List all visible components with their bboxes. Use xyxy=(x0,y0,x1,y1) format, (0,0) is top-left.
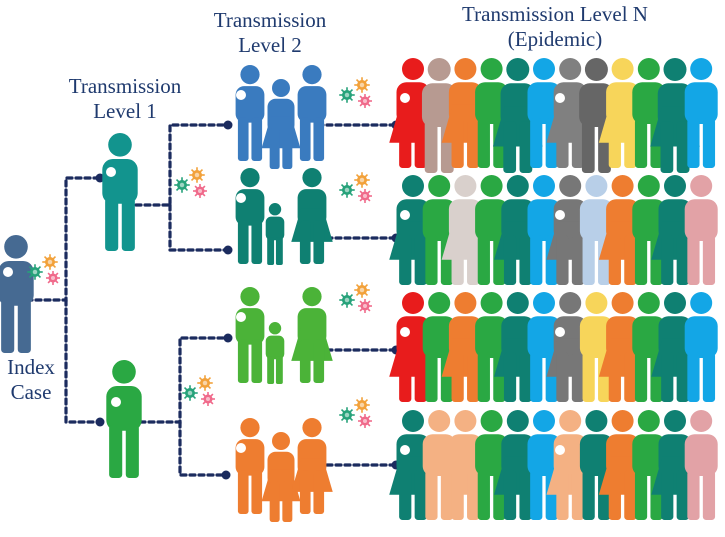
crowd-row-3-person-12 xyxy=(684,292,718,402)
index-case-person xyxy=(0,235,34,353)
level1-lower-orange-virus-icon xyxy=(197,375,213,391)
index-green-virus-icon xyxy=(27,264,43,280)
crowd-row-1-person-9 xyxy=(598,58,647,168)
level2-group-1-person-middle xyxy=(261,79,301,169)
level2-green-green-virus-icon xyxy=(339,292,355,308)
level2-orange-pink-virus-icon xyxy=(358,414,372,428)
link-dot xyxy=(95,173,105,183)
level1-lower-person xyxy=(106,360,142,478)
crowd-row-2-person-11 xyxy=(651,175,699,285)
crowd-row-1-marker-2 xyxy=(555,93,565,103)
crowd-row-4-person-9 xyxy=(598,410,647,520)
index-case-marker xyxy=(3,267,13,277)
crowd-row-3-marker xyxy=(400,327,410,337)
crowd-row-1-marker xyxy=(400,93,410,103)
crowd-row-2-person-2 xyxy=(422,175,456,285)
level1-upper-marker xyxy=(106,167,116,177)
level1-upper-green-virus-icon xyxy=(174,177,190,193)
crowd-row-4-person-8 xyxy=(579,410,613,520)
level2-group-2-person-right xyxy=(291,168,333,264)
link-dot xyxy=(223,120,233,130)
level2-group-1-marker xyxy=(236,90,246,100)
link-dot xyxy=(223,333,233,343)
crowd-row-3-person-4 xyxy=(475,292,509,402)
crowd-row-3-person-2 xyxy=(422,292,456,402)
level2-blue-pink-virus-icon xyxy=(358,94,372,108)
crowd-row-4-person-12 xyxy=(684,410,718,520)
level2-orange-green-virus-icon xyxy=(339,407,355,423)
crowd-row-2-person-5 xyxy=(494,175,542,285)
level2-teal-pink-virus-icon xyxy=(358,189,372,203)
crowd-row-2-person-10 xyxy=(632,175,666,285)
crowd-row-4-person-10 xyxy=(632,410,666,520)
level2-group-2-child xyxy=(265,203,285,265)
level2-teal-orange-virus-icon xyxy=(354,172,370,188)
crowd-row-2-marker xyxy=(400,210,410,220)
crowd-row-3-person-7 xyxy=(546,292,594,402)
virus-icons xyxy=(27,77,372,428)
link-dot xyxy=(223,245,233,255)
level1-lower-marker xyxy=(111,397,121,407)
level2-group-1-person-right xyxy=(297,65,327,161)
level2-group-4-marker xyxy=(236,443,246,453)
crowd-row-3-person-10 xyxy=(632,292,666,402)
people-figures xyxy=(0,58,718,522)
transmission-links xyxy=(16,120,401,480)
link-l1a-to-teal xyxy=(168,203,230,252)
link-l1b-to-green xyxy=(138,336,230,424)
level1-upper-pink-virus-icon xyxy=(193,184,207,198)
level2-group-3-person-left xyxy=(235,287,265,383)
level2-group-4-person-right xyxy=(291,418,333,514)
crowd-row-3-person-11 xyxy=(651,292,699,402)
link-index-to-lower xyxy=(64,298,102,424)
crowd-row-2-person-1 xyxy=(389,175,437,285)
crowd-row-2-marker-2 xyxy=(555,210,565,220)
crowd-row-2-person-7 xyxy=(546,175,594,285)
crowd-row-3-person-8 xyxy=(579,292,613,402)
level2-group-4-person-left xyxy=(235,418,265,514)
level2-blue-green-virus-icon xyxy=(339,87,355,103)
level1-upper-orange-virus-icon xyxy=(189,167,205,183)
crowd-row-1-person-5 xyxy=(492,58,543,173)
level2-group-3-child xyxy=(265,322,285,384)
link-l1a-to-blue xyxy=(134,123,230,207)
level2-green-pink-virus-icon xyxy=(358,299,372,313)
crowd-row-4-marker xyxy=(400,445,410,455)
crowd-row-4-marker-2 xyxy=(555,445,565,455)
crowd-row-2-person-8 xyxy=(579,175,613,285)
crowd-row-2-person-12 xyxy=(684,175,718,285)
index-pink-virus-icon xyxy=(46,271,60,285)
link-l1b-to-orange xyxy=(178,420,228,477)
link-index-to-upper xyxy=(16,176,100,302)
link-dot xyxy=(95,417,105,427)
level2-orange-orange-virus-icon xyxy=(354,397,370,413)
crowd-row-4-person-11 xyxy=(651,410,699,520)
level2-group-3-person-right xyxy=(291,287,333,383)
crowd-row-4-person-2 xyxy=(422,410,456,520)
link-dot xyxy=(221,470,231,480)
crowd-row-3-person-9 xyxy=(598,292,647,402)
level1-lower-pink-virus-icon xyxy=(201,392,215,406)
level1-lower-green-virus-icon xyxy=(182,385,198,401)
level2-green-orange-virus-icon xyxy=(354,282,370,298)
crowd-row-3-person-6 xyxy=(527,292,561,402)
level1-upper-person xyxy=(102,133,138,251)
level2-group-2-marker xyxy=(236,193,246,203)
level2-group-3-marker xyxy=(236,312,246,322)
transmission-level-n-label: Transmission Level N(Epidemic) xyxy=(462,2,648,51)
crowd-row-3-marker-2 xyxy=(555,327,565,337)
level2-group-4-person-middle xyxy=(261,432,301,522)
level2-teal-green-virus-icon xyxy=(339,182,355,198)
level2-group-2-person-left xyxy=(235,168,265,264)
index-orange-virus-icon xyxy=(42,254,58,270)
level2-blue-orange-virus-icon xyxy=(354,77,370,93)
crowd-row-4-person-7 xyxy=(546,410,594,520)
crowd-row-1-person-12 xyxy=(684,58,718,168)
level2-group-1-person-left xyxy=(235,65,265,161)
